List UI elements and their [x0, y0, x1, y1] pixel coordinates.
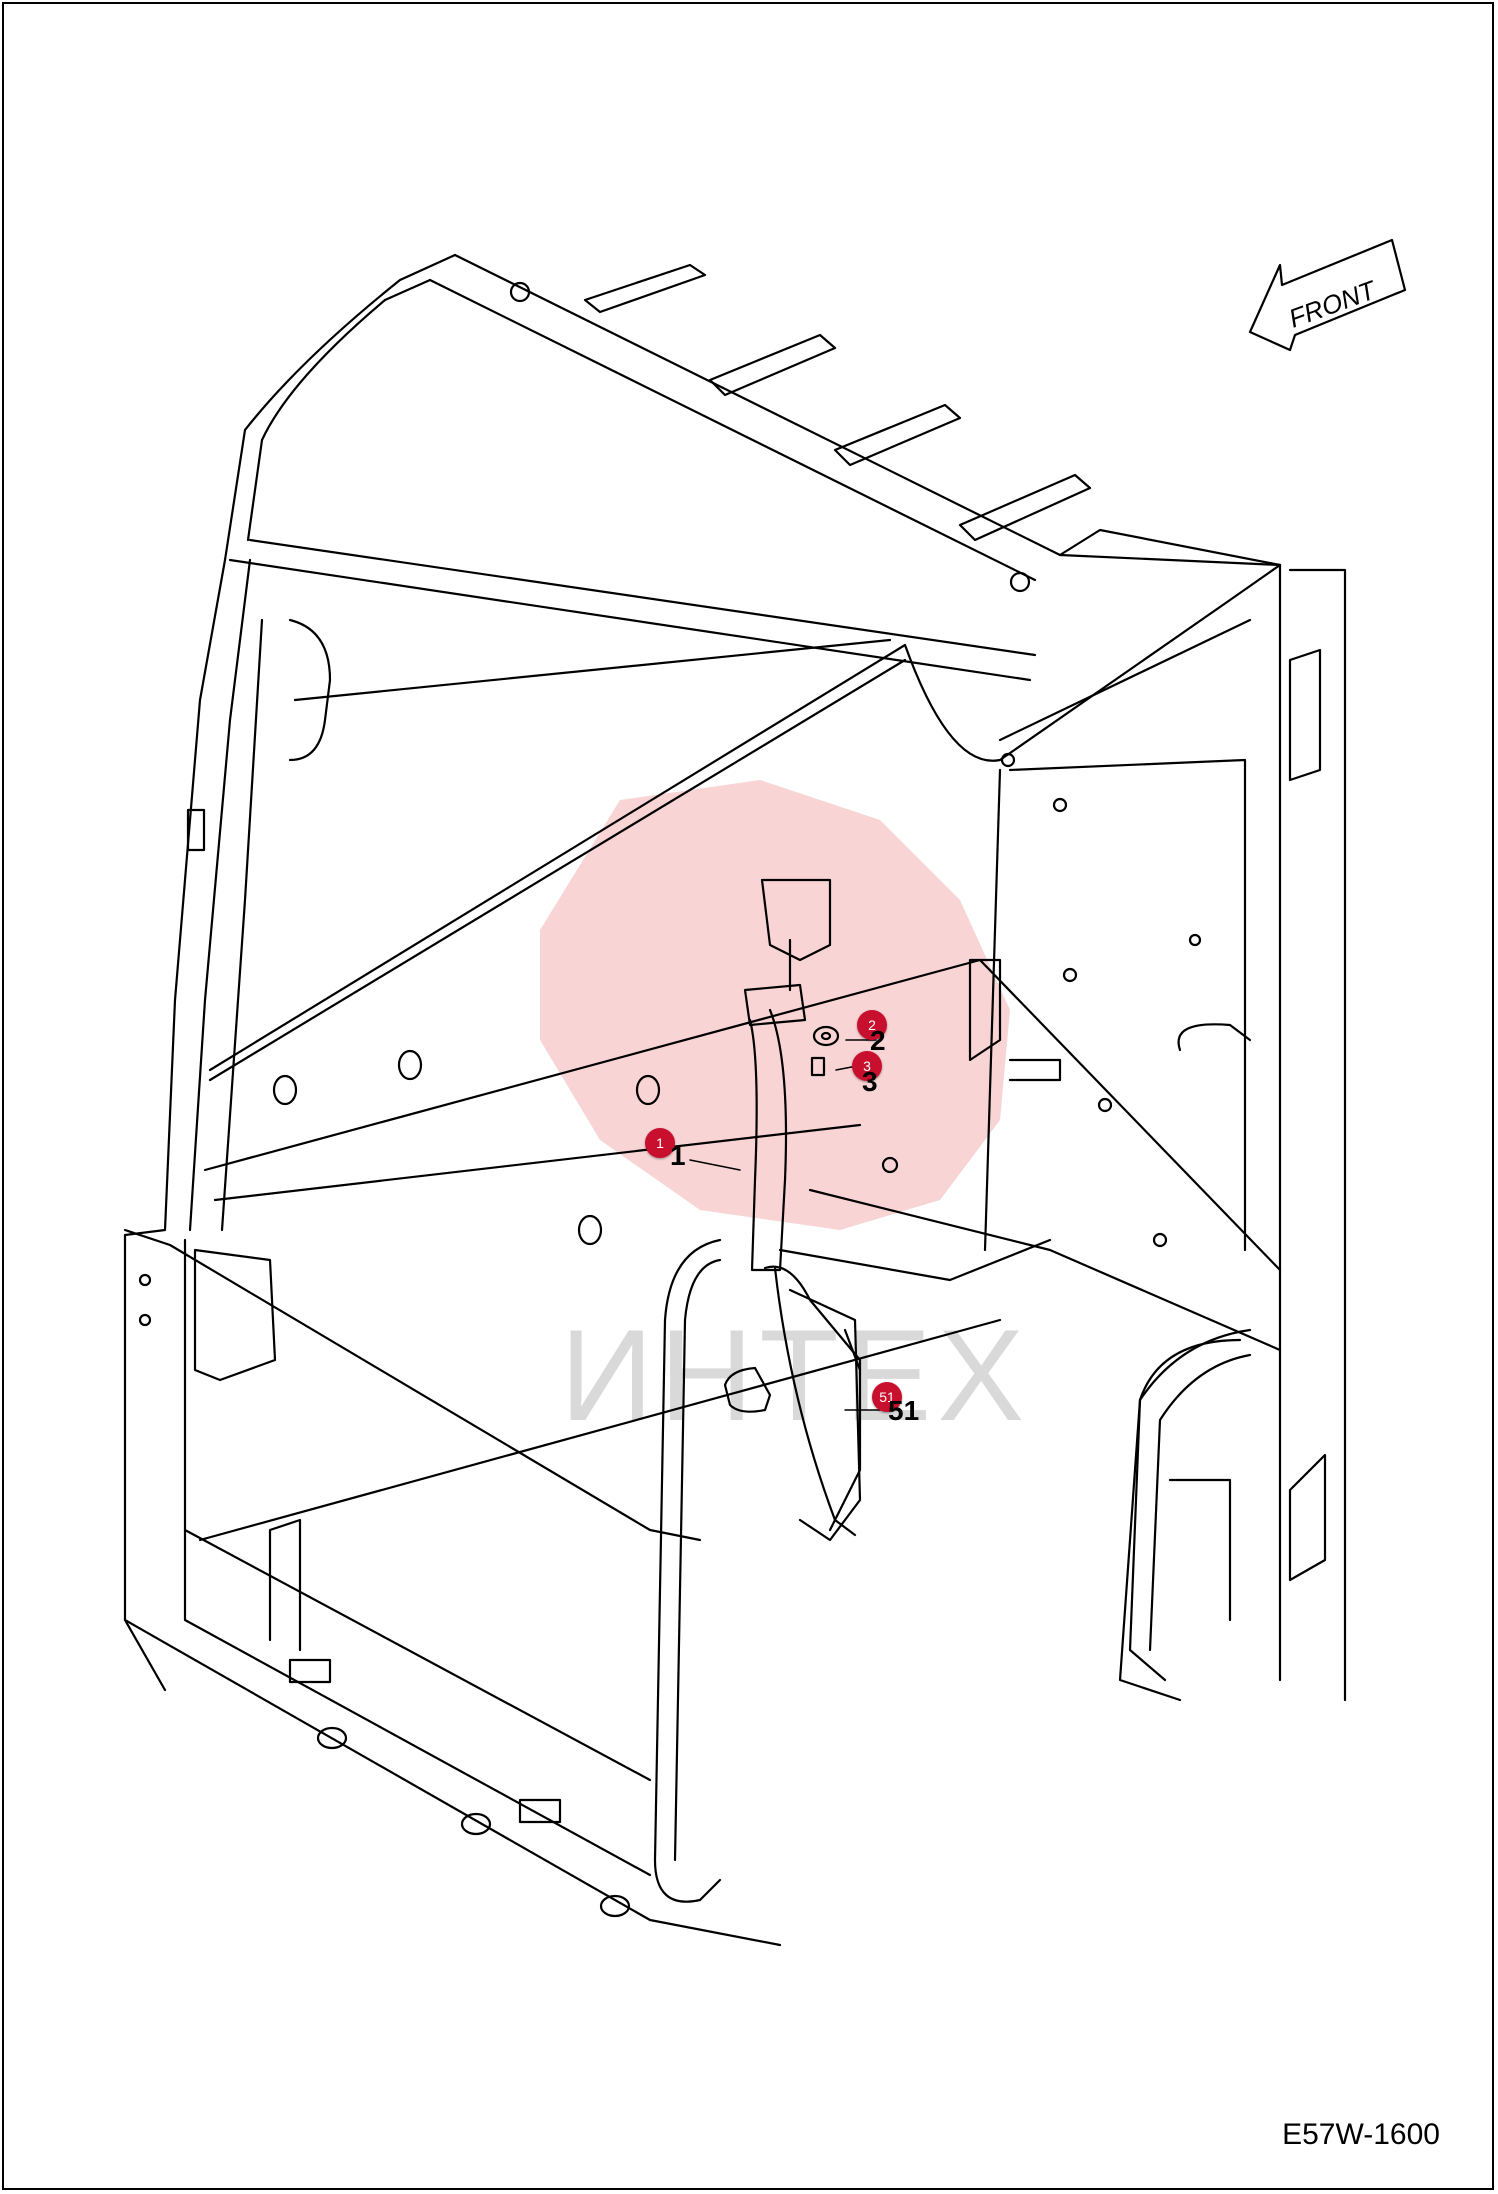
callout-51-label: 51: [879, 1389, 895, 1405]
part-number-1: 1: [670, 1140, 686, 1171]
callout-3-label: 3: [863, 1058, 871, 1074]
watermark-text: ИНТЕХ: [560, 1302, 1030, 1448]
roof-frame: [223, 253, 1282, 1682]
washer-and-bolt: [810, 1025, 840, 1077]
callout-1-label: 1: [656, 1135, 664, 1151]
callout-1[interactable]: 1: [645, 1128, 675, 1158]
callout-2[interactable]: 2: [857, 1010, 887, 1040]
mirror-assembly: [723, 1265, 862, 1542]
right-door-frame: [903, 563, 1347, 1702]
callout-2-label: 2: [868, 1017, 876, 1033]
callout-51[interactable]: 51: [872, 1382, 902, 1412]
lower-front-frame: [123, 1228, 782, 1947]
drawing-code: E57W-1600: [1282, 2118, 1440, 2151]
watermark-logo: [540, 780, 1010, 1230]
front-arrow-label: FRONT: [1285, 274, 1381, 334]
part-number-3: 3: [862, 1066, 878, 1097]
right-handrail: [1118, 1338, 1242, 1702]
callout-3[interactable]: 3: [852, 1051, 882, 1081]
part-number-2: 2: [870, 1025, 886, 1056]
front-grab-handle: [653, 1238, 722, 1903]
mirror-stay: [743, 878, 832, 1272]
front-arrow-icon: FRONT: [1248, 238, 1407, 352]
part-number-51: 51: [888, 1395, 920, 1426]
